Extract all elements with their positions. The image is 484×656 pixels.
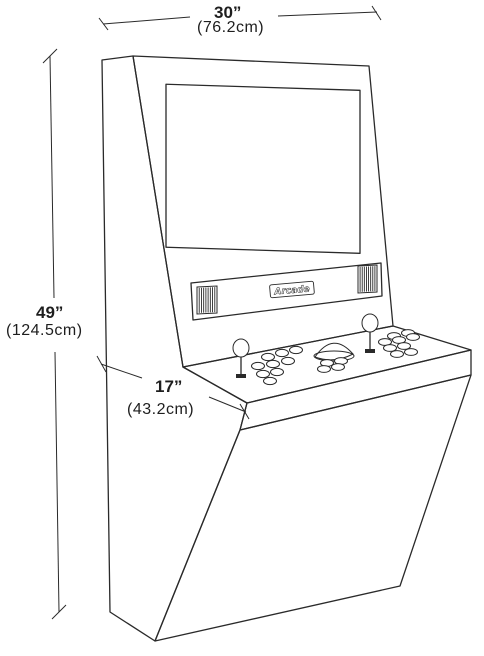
- width-dimension-line: [98, 5, 382, 31]
- height-inches-label: 49”: [36, 303, 64, 322]
- left-joystick: [232, 338, 250, 378]
- depth-dimension-line: [96, 355, 250, 420]
- control-panel: [182, 325, 472, 431]
- arcade-button: [397, 342, 411, 350]
- arcade-button: [263, 376, 277, 386]
- marquee-panel: [190, 262, 383, 321]
- arcade-button: [289, 345, 303, 355]
- trackball: [313, 342, 355, 362]
- depth-cm-label: (43.2cm): [127, 401, 195, 418]
- arcade-button: [275, 348, 289, 358]
- arcade-button: [390, 350, 404, 358]
- marquee-logo-text: Arcade: [273, 284, 310, 297]
- depth-inches-label: 17”: [155, 377, 183, 396]
- width-inches-label: 30”: [214, 3, 242, 22]
- arcade-button: [331, 363, 345, 371]
- arcade-button: [261, 352, 275, 362]
- cabinet-front-top: [132, 55, 394, 368]
- arcade-button: [251, 361, 265, 371]
- arcade-button: [256, 369, 270, 379]
- left-speaker-grille: [196, 285, 218, 315]
- arcade-button: [317, 365, 331, 373]
- right-button-cluster: [378, 329, 420, 358]
- height-dimension-line: [42, 48, 67, 620]
- right-joystick: [361, 313, 379, 353]
- arcade-button: [406, 333, 420, 341]
- cabinet-left-side-panel: [101, 55, 248, 642]
- arcade-button: [383, 344, 397, 352]
- width-cm-label: (76.2cm): [197, 19, 265, 36]
- monitor-screen: [165, 83, 361, 254]
- marquee-logo: Arcade: [269, 280, 315, 299]
- arcade-button: [404, 348, 418, 356]
- center-button-cluster: [317, 357, 348, 373]
- right-speaker-grille: [357, 264, 378, 294]
- cabinet-lower-front: [154, 374, 472, 642]
- arcade-button: [270, 367, 284, 377]
- arcade-button: [266, 359, 280, 369]
- left-button-cluster: [251, 345, 303, 386]
- arcade-button: [281, 356, 295, 366]
- height-cm-label: (124.5cm): [6, 322, 83, 339]
